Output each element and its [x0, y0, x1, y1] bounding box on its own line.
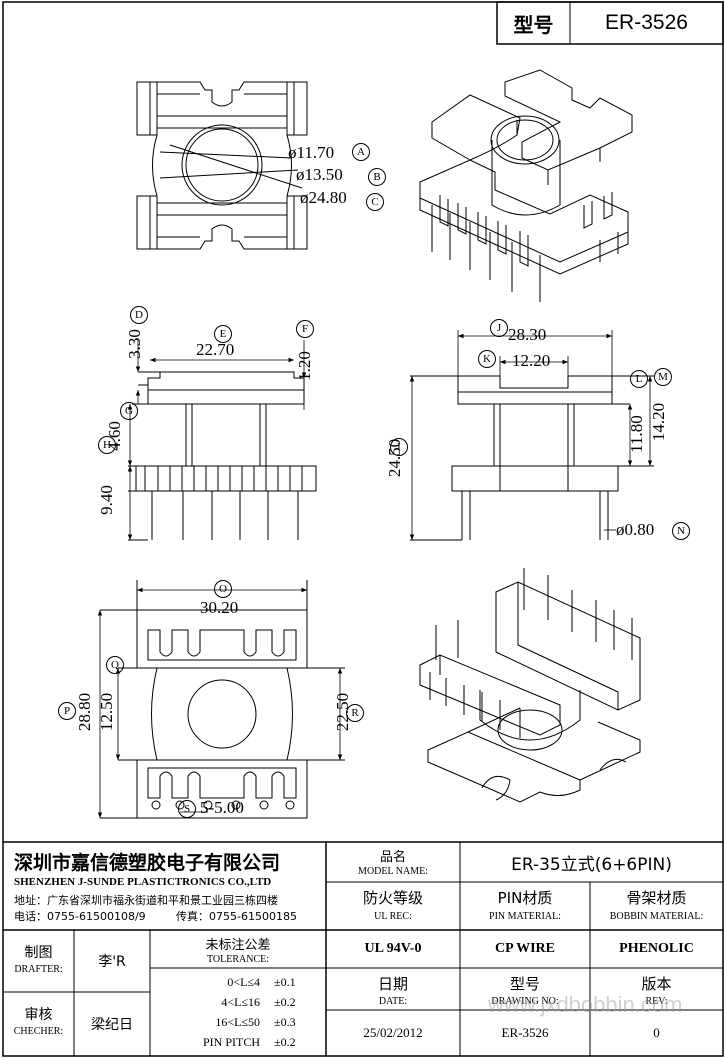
drawing-value: ER-3526	[501, 1025, 549, 1040]
tol-range-3: PIN PITCH	[202, 1034, 260, 1049]
model-name-en: MODEL NAME:	[358, 865, 428, 877]
checker-value: 梁纪日	[91, 1017, 133, 1033]
marker-a: A	[352, 143, 370, 161]
tol-range-1: 4<L≤16	[221, 994, 260, 1009]
pin-value: CP WIRE	[494, 941, 556, 956]
rev-cn: 版本	[641, 974, 672, 993]
drafter-cn: 制图	[24, 945, 53, 961]
dim-k: 12.20	[512, 351, 551, 370]
iso-view-top	[419, 69, 633, 302]
rev-value: 0	[653, 1025, 660, 1040]
tol-range-0: 0<L≤4	[227, 974, 260, 989]
dim-f: 1.20	[294, 351, 314, 381]
dim-j: 28.30	[508, 325, 547, 344]
dim-s: 5-5.00	[200, 798, 244, 817]
marker-l: L	[630, 370, 648, 388]
bobbin-en: BOBBIN MATERIAL:	[609, 910, 704, 922]
iso-view-bottom	[419, 568, 641, 803]
ul-value: UL 94V-0	[364, 941, 422, 956]
company-phone: 电话：0755-61500108/9	[14, 910, 146, 923]
tol-value-0: ±0.1	[274, 974, 296, 989]
tol-value-3: ±0.2	[274, 1034, 296, 1049]
company-fax: 传真：0755-61500185	[176, 910, 297, 923]
rev-en: REV:	[645, 995, 668, 1007]
date-value: 25/02/2012	[363, 1025, 423, 1040]
title-block-grid	[3, 841, 723, 1056]
bobbin-cn: 骨架材质	[626, 888, 687, 907]
front-view	[128, 371, 317, 541]
pin-en: PIN MATERIAL:	[489, 910, 561, 922]
dim-d: 3.30	[124, 329, 144, 359]
drawing-en: DRAWING NO:	[491, 995, 559, 1007]
marker-p: P	[58, 702, 76, 720]
marker-e: E	[214, 325, 232, 343]
company-name-cn: 深圳市嘉信德塑胶电子有限公司	[14, 851, 281, 874]
dim-q: 12.50	[97, 692, 117, 732]
marker-o: O	[214, 580, 232, 598]
marker-s: S	[178, 800, 196, 818]
type-value: ER-3526	[605, 11, 688, 34]
tolerance-en: TOLERANCE:	[206, 953, 270, 965]
dim-p: 28.80	[75, 692, 95, 732]
company-address: 地址：广东省深圳市福永街道和平和景工业园三栋四楼	[14, 894, 278, 907]
marker-r: R	[346, 704, 364, 722]
type-label: 型号	[513, 12, 554, 37]
pin-cn: PIN材质	[497, 888, 553, 907]
checker-cn: 审核	[24, 1007, 53, 1023]
dim-n: ø0.80	[616, 520, 655, 539]
dim-o: 30.20	[200, 598, 239, 617]
drafter-value: 李'R	[98, 954, 126, 970]
company-name-en: SHENZHEN J-SUNDE PLASTICTRONICS CO.,LTD	[14, 876, 272, 888]
date-en: DATE:	[378, 995, 408, 1007]
marker-b: B	[368, 168, 386, 186]
marker-k: K	[478, 350, 496, 368]
marker-n: N	[672, 522, 690, 540]
marker-h: H	[98, 436, 116, 454]
bobbin-value: PHENOLIC	[619, 941, 694, 956]
dim-b: ø13.50	[296, 165, 343, 184]
dim-l: 11.80	[626, 415, 646, 453]
tolerance-table: 0<L≤4 ±0.1 4<L≤16 ±0.2 16<L≤50 ±0.3 PIN PIT…	[150, 972, 326, 1052]
date-cn: 日期	[377, 974, 408, 993]
header-box	[496, 1, 724, 45]
marker-i: I	[390, 438, 408, 456]
marker-d: D	[130, 306, 148, 324]
tol-value-1: ±0.2	[274, 994, 296, 1009]
ul-cn: 防火等级	[362, 888, 423, 907]
dim-m: 14.20	[649, 402, 669, 442]
dim-h: 9.40	[96, 485, 116, 515]
ul-en: UL REC:	[374, 910, 412, 922]
bottom-view	[100, 580, 345, 819]
marker-g: G	[120, 402, 138, 420]
dim-c: ø24.80	[300, 188, 347, 207]
drawing-cn: 型号	[509, 974, 540, 993]
marker-c: C	[366, 193, 384, 211]
dim-e: 22.70	[196, 340, 235, 359]
checker-en: CHECHER:	[13, 1025, 64, 1037]
tol-range-2: 16<L≤50	[215, 1014, 260, 1029]
top-view	[136, 81, 308, 250]
marker-m: M	[654, 368, 672, 386]
marker-j: J	[490, 319, 508, 337]
marker-f: F	[296, 320, 314, 338]
side-view	[410, 375, 654, 541]
model-name-cn: 品名	[379, 849, 406, 865]
watermark: www.jxdbobbin.com	[488, 992, 683, 1017]
tol-value-2: ±0.3	[274, 1014, 296, 1029]
drafter-en: DRAFTER:	[14, 963, 63, 975]
marker-q: Q	[106, 656, 124, 674]
tolerance-cn: 未标注公差	[205, 937, 271, 953]
model-name-value: ER-35立式(6+6PIN)	[511, 854, 672, 875]
dim-a: ø11.70	[288, 143, 335, 162]
